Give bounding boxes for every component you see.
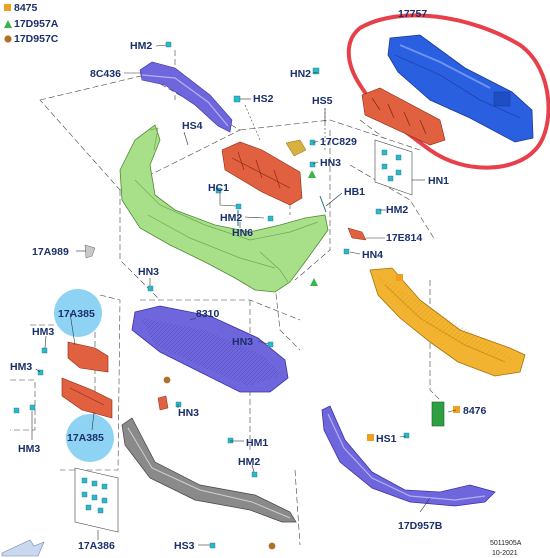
label-hm3: HM3 xyxy=(32,326,54,338)
clip-sheet-17a386 xyxy=(74,467,119,533)
label-17a385: 17A385 xyxy=(67,432,104,444)
label-hs4: HS4 xyxy=(182,120,203,132)
front-direction-arrow-icon xyxy=(1,539,45,557)
upper-grille-strip xyxy=(139,61,233,133)
diagram-code: 5011905A xyxy=(490,540,522,547)
energy-absorber xyxy=(361,87,446,146)
label-hs1: HS1 xyxy=(376,433,397,445)
label-hm2: HM2 xyxy=(386,204,408,216)
highlight-circle-lower xyxy=(66,414,114,462)
sensor-bracket xyxy=(431,401,445,427)
legend-label-17d957a: 17D957A xyxy=(14,18,59,30)
green-triangle-icon xyxy=(310,278,318,286)
label-hn3: HN3 xyxy=(138,266,159,278)
label-17a989: 17A989 xyxy=(32,246,69,258)
label-hn6: HN6 xyxy=(232,227,253,239)
part-labels: HM2 8C436 17757 HN2 HS2 HS5 HS4 17C829 H… xyxy=(10,8,487,552)
small-gray-clip xyxy=(84,244,96,259)
label-17c829: 17C829 xyxy=(320,136,357,148)
tow-bracket-lower xyxy=(61,377,113,419)
label-hm2: HM2 xyxy=(238,456,260,468)
label-hm3: HM3 xyxy=(10,361,32,373)
highlight-circle-upper xyxy=(54,289,102,337)
annotation-ring xyxy=(346,13,550,170)
small-red-bracket xyxy=(347,227,367,241)
leader-lines xyxy=(31,44,457,546)
label-17a385: 17A385 xyxy=(58,308,95,320)
label-hn3: HN3 xyxy=(320,157,341,169)
label-8476: 8476 xyxy=(463,405,487,417)
diagram-date: 10-2021 xyxy=(492,550,518,557)
tow-bracket-upper xyxy=(67,341,109,373)
label-hn4: HN4 xyxy=(362,249,383,261)
label-hn3: HN3 xyxy=(178,407,199,419)
legend-circle-icon xyxy=(4,35,12,43)
legend: 8475 17D957A 17D957C xyxy=(4,2,59,45)
label-hm2: HM2 xyxy=(130,40,152,52)
orange-square-icon xyxy=(396,274,403,281)
legend-square-icon xyxy=(4,4,11,11)
label-hn1: HN1 xyxy=(428,175,449,187)
label-17757: 17757 xyxy=(398,8,427,20)
label-hs5: HS5 xyxy=(312,95,333,107)
label-hm1: HM1 xyxy=(246,437,268,449)
small-red-part xyxy=(157,395,169,411)
label-17e814: 17E814 xyxy=(386,232,422,244)
bumper-cover xyxy=(119,124,329,293)
center-bracket xyxy=(221,141,303,206)
label-8310: 8310 xyxy=(196,308,220,320)
label-hn3: HN3 xyxy=(232,336,253,348)
gold-bracket xyxy=(285,139,307,157)
label-hn2: HN2 xyxy=(290,68,311,80)
label-17d957b: 17D957B xyxy=(398,520,443,532)
legend-label-17d957c: 17D957C xyxy=(14,33,59,45)
orange-square-icon xyxy=(453,406,460,413)
legend-label-8475: 8475 xyxy=(14,2,38,14)
label-hc1: HC1 xyxy=(208,182,229,194)
label-hm3: HM3 xyxy=(18,443,40,455)
brown-circle-icon xyxy=(163,376,171,384)
legend-triangle-icon xyxy=(4,20,12,28)
brown-circle-icon xyxy=(268,542,276,550)
green-triangle-icon xyxy=(308,170,316,178)
orange-square-icon xyxy=(367,434,374,441)
label-8c436: 8C436 xyxy=(90,68,121,80)
bumper-beam xyxy=(387,34,534,143)
diagram-markers xyxy=(157,170,460,550)
label-hm2: HM2 xyxy=(220,212,242,224)
label-hs2: HS2 xyxy=(253,93,274,105)
lower-lip-spoiler xyxy=(321,405,496,507)
hn1-clip-sheet xyxy=(374,139,413,196)
lower-trim-strip xyxy=(121,417,297,523)
label-hb1: HB1 xyxy=(344,186,365,198)
label-17a386: 17A386 xyxy=(78,540,115,552)
under-tray xyxy=(131,305,289,393)
splash-shield xyxy=(369,267,526,377)
label-hs3: HS3 xyxy=(174,540,195,552)
